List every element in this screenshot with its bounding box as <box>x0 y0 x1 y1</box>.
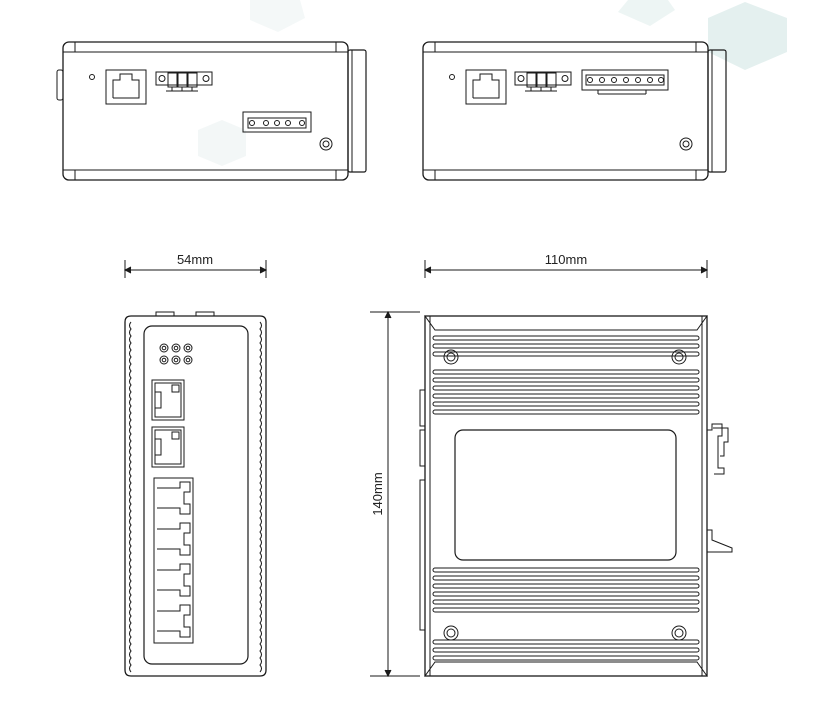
power-terminal-block-icon <box>242 111 312 133</box>
heatsink-fin <box>432 575 700 581</box>
heatsink-fin <box>432 591 700 597</box>
rj45-port-icon <box>157 522 191 556</box>
heatsink-fin <box>432 567 700 573</box>
mounting-screw-icon <box>671 625 687 641</box>
mounting-screw-icon <box>443 349 459 365</box>
side-height-dimension <box>370 310 420 678</box>
hexagon-decor <box>708 2 787 70</box>
heatsink-fin <box>432 351 700 357</box>
label-area <box>454 429 677 561</box>
front-width-dimension <box>123 260 268 278</box>
mounting-screw-icon <box>443 625 459 641</box>
led-indicator-icon <box>89 74 95 80</box>
casing-ridge-edge <box>259 321 262 673</box>
heatsink-fin <box>432 343 700 349</box>
front-view <box>123 260 268 677</box>
heatsink-fin <box>432 599 700 605</box>
led-indicator-icon <box>449 74 455 80</box>
terminal-block-icon <box>514 71 572 92</box>
top-view-right <box>422 41 727 181</box>
ground-screw-icon <box>319 137 333 151</box>
heatsink-fin <box>432 647 700 653</box>
rj45-port-icon <box>105 69 147 105</box>
rj45-port-stack-icon <box>153 477 194 644</box>
front-panel <box>143 325 249 665</box>
heatsink-fin <box>432 409 700 415</box>
hexagon-decor <box>618 0 675 26</box>
heatsink-fin <box>432 377 700 383</box>
front-casing-ridges-right <box>259 321 262 673</box>
side-depth-dimension <box>423 260 709 278</box>
sfp-port-icon <box>151 379 185 421</box>
rj45-port-icon <box>157 481 191 515</box>
hexagon-decor <box>250 0 305 32</box>
front-casing-ridges-left <box>129 321 132 673</box>
top-left-body-outline <box>62 41 349 181</box>
top-view-left <box>56 41 367 181</box>
heatsink-fin <box>432 393 700 399</box>
top-right-body-outline <box>422 41 709 181</box>
sfp-port-icon <box>151 426 185 468</box>
height-label: 140mm <box>370 472 385 515</box>
heatsink-fin <box>432 607 700 613</box>
side-depth-label: 110mm <box>545 252 587 267</box>
heatsink-fins-bottom <box>432 567 700 661</box>
heatsink-fin <box>432 655 700 661</box>
heatsink-fin <box>432 335 700 341</box>
mounting-screw-icon <box>671 349 687 365</box>
rj45-port-icon <box>465 69 507 105</box>
heatsink-fin <box>432 583 700 589</box>
top-right-side-bracket <box>707 49 727 173</box>
rj45-port-icon <box>157 563 191 597</box>
hexagon-decor <box>198 120 246 166</box>
casing-ridge-edge <box>129 321 132 673</box>
din-rail-clip-icon <box>707 423 733 553</box>
terminal-block-icon <box>155 71 213 92</box>
rj45-port-icon <box>157 604 191 638</box>
led-indicator-group-icon <box>159 343 193 365</box>
power-terminal-block-6pin-icon <box>581 69 669 95</box>
front-width-label: 54mm <box>177 252 213 267</box>
heatsink-fins-top <box>432 335 700 415</box>
ground-screw-icon <box>679 137 693 151</box>
front-casing-outline <box>124 315 267 677</box>
heatsink-fin <box>432 639 700 645</box>
background-hexagons <box>198 0 787 166</box>
side-view <box>370 260 733 678</box>
heatsink-fin <box>432 385 700 391</box>
heatsink-fin <box>432 401 700 407</box>
heatsink-fin <box>432 369 700 375</box>
top-left-side-bracket <box>347 49 367 173</box>
